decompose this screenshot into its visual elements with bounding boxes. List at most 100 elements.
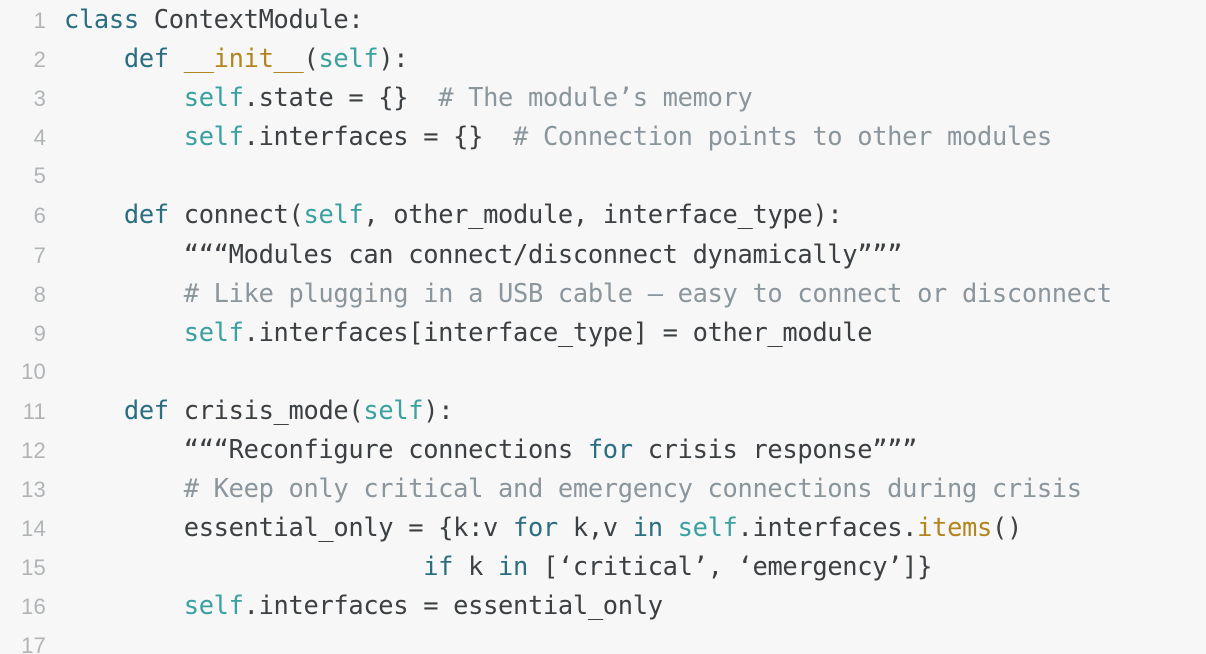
code-token-comment: # Like plugging in a USB cable — easy to…	[183, 277, 1112, 308]
code-token-kw: def	[123, 43, 169, 74]
code-token-fn: __init__	[183, 43, 304, 74]
code-token-plain: “““Reconfigure connections	[64, 434, 588, 465]
code-token-plain: crisis_mode(	[168, 394, 364, 425]
code-line[interactable]: 15 if k in [‘critical’, ‘emergency’]}	[0, 547, 1206, 586]
code-line[interactable]: 12 “““Reconfigure connections for crisis…	[0, 430, 1206, 469]
code-line-text[interactable]: “““Reconfigure connections for crisis re…	[46, 430, 1206, 469]
code-token-self: self	[183, 590, 244, 621]
code-token-plain	[169, 43, 184, 73]
code-token-plain	[663, 512, 678, 542]
code-token-plain	[64, 278, 184, 308]
code-line-text[interactable]: self.interfaces[interface_type] = other_…	[46, 313, 1206, 352]
code-token-self: self	[183, 316, 244, 347]
code-line[interactable]: 11 def crisis_mode(self):	[0, 391, 1206, 430]
code-line[interactable]: 13 # Keep only critical and emergency co…	[0, 469, 1206, 508]
code-token-kw: for	[587, 434, 633, 465]
code-token-self: self	[183, 82, 244, 113]
code-line-text[interactable]: self.interfaces = {} # Connection points…	[46, 117, 1206, 156]
code-token-plain: .state = {}	[243, 82, 439, 113]
code-token-kw: for	[513, 512, 558, 543]
code-line[interactable]: 6 def connect(self, other_module, interf…	[0, 195, 1206, 234]
code-token-plain: .interfaces = {}	[243, 121, 514, 152]
line-number: 1	[33, 8, 46, 33]
code-token-plain: , other_module, interface_type):	[363, 199, 843, 230]
code-line[interactable]: 8 # Like plugging in a USB cable — easy …	[0, 274, 1206, 313]
code-token-plain: [‘critical’, ‘emergency’]}	[527, 551, 933, 582]
line-number: 4	[33, 125, 46, 151]
code-line-text[interactable]: def crisis_mode(self):	[46, 391, 1206, 430]
line-number: 2	[33, 47, 46, 73]
code-line[interactable]: 9 self.interfaces[interface_type] = othe…	[0, 313, 1206, 352]
line-number: 14	[21, 516, 46, 542]
code-line-text[interactable]: essential_only = {k:v for k,v in self.in…	[46, 508, 1206, 547]
code-token-self: self	[677, 512, 738, 543]
code-token-plain	[64, 43, 124, 73]
code-line-text[interactable]: “““Modules can connect/disconnect dynami…	[46, 235, 1206, 274]
code-line-text[interactable]: if k in [‘critical’, ‘emergency’]}	[46, 547, 1206, 586]
code-line[interactable]: 17	[0, 626, 1206, 654]
code-line-text[interactable]: # Like plugging in a USB cable — easy to…	[46, 274, 1206, 313]
code-line[interactable]: 3 self.state = {} # The module’s memory	[0, 78, 1206, 117]
code-token-plain: k,v	[557, 512, 633, 543]
code-token-plain: essential_only = {k:v	[64, 512, 513, 543]
code-token-plain	[64, 317, 184, 347]
line-number: 8	[33, 281, 46, 307]
code-token-self: self	[318, 43, 379, 74]
code-token-plain: (	[303, 43, 319, 74]
code-token-plain: ):	[378, 43, 409, 74]
code-line[interactable]: 14 essential_only = {k:v for k,v in self…	[0, 508, 1206, 547]
line-number: 15	[21, 555, 46, 581]
code-token-comment: # The module’s memory	[438, 82, 753, 113]
code-token-kw: def	[123, 199, 169, 230]
code-token-kw: def	[123, 394, 169, 425]
code-line[interactable]: 16 self.interfaces = essential_only	[0, 586, 1206, 625]
code-line[interactable]: 4 self.interfaces = {} # Connection poin…	[0, 117, 1206, 156]
line-number: 12	[21, 438, 46, 464]
code-line[interactable]: 7 “““Modules can connect/disconnect dyna…	[0, 235, 1206, 274]
code-token-plain: ()	[991, 512, 1022, 543]
code-token-kw: class	[64, 4, 139, 34]
code-line-text[interactable]: self.state = {} # The module’s memory	[46, 78, 1206, 117]
line-number: 13	[21, 477, 46, 503]
code-token-plain: .interfaces.	[737, 512, 918, 543]
code-token-plain: .interfaces = essential_only	[243, 590, 663, 621]
code-line[interactable]: 2 def __init__(self):	[0, 39, 1206, 78]
line-number: 7	[33, 242, 46, 268]
code-token-plain: connect(	[168, 199, 304, 230]
code-line-text[interactable]: def __init__(self):	[46, 39, 1206, 78]
code-line-text[interactable]: # Keep only critical and emergency conne…	[46, 469, 1206, 508]
code-token-kw: in	[498, 551, 528, 582]
line-number: 3	[33, 86, 46, 112]
code-token-plain: .interfaces[interface_type] = other_modu…	[243, 316, 873, 347]
code-line-text[interactable]: self.interfaces = essential_only	[46, 586, 1206, 625]
code-line-text[interactable]: class ContextModule:	[46, 0, 1206, 39]
code-token-plain	[64, 82, 184, 112]
line-number: 17	[21, 632, 46, 654]
code-token-plain	[64, 121, 184, 151]
code-token-plain	[64, 473, 184, 503]
code-token-plain	[64, 395, 124, 425]
code-token-comment: # Connection points to other modules	[513, 121, 1052, 152]
code-token-plain	[64, 590, 184, 620]
code-token-kw: in	[632, 512, 663, 543]
code-token-self: self	[183, 121, 244, 152]
code-token-plain	[64, 551, 423, 581]
line-number: 9	[33, 320, 46, 346]
line-number: 11	[22, 398, 46, 424]
code-token-plain: k	[453, 551, 499, 582]
code-token-plain: ContextModule:	[138, 4, 364, 34]
code-line[interactable]: 10	[0, 352, 1206, 391]
line-number: 6	[33, 203, 46, 229]
code-token-comment: # Keep only critical and emergency conne…	[183, 473, 1082, 504]
line-number: 16	[21, 594, 46, 620]
line-number: 10	[21, 358, 46, 384]
code-token-plain: “““Modules can connect/disconnect dynami…	[64, 238, 903, 269]
code-line[interactable]: 5	[0, 156, 1206, 195]
line-number: 5	[33, 163, 46, 189]
code-line-text[interactable]: def connect(self, other_module, interfac…	[46, 195, 1206, 234]
code-token-kw: if	[423, 551, 454, 582]
code-token-plain: crisis response”””	[632, 434, 918, 465]
